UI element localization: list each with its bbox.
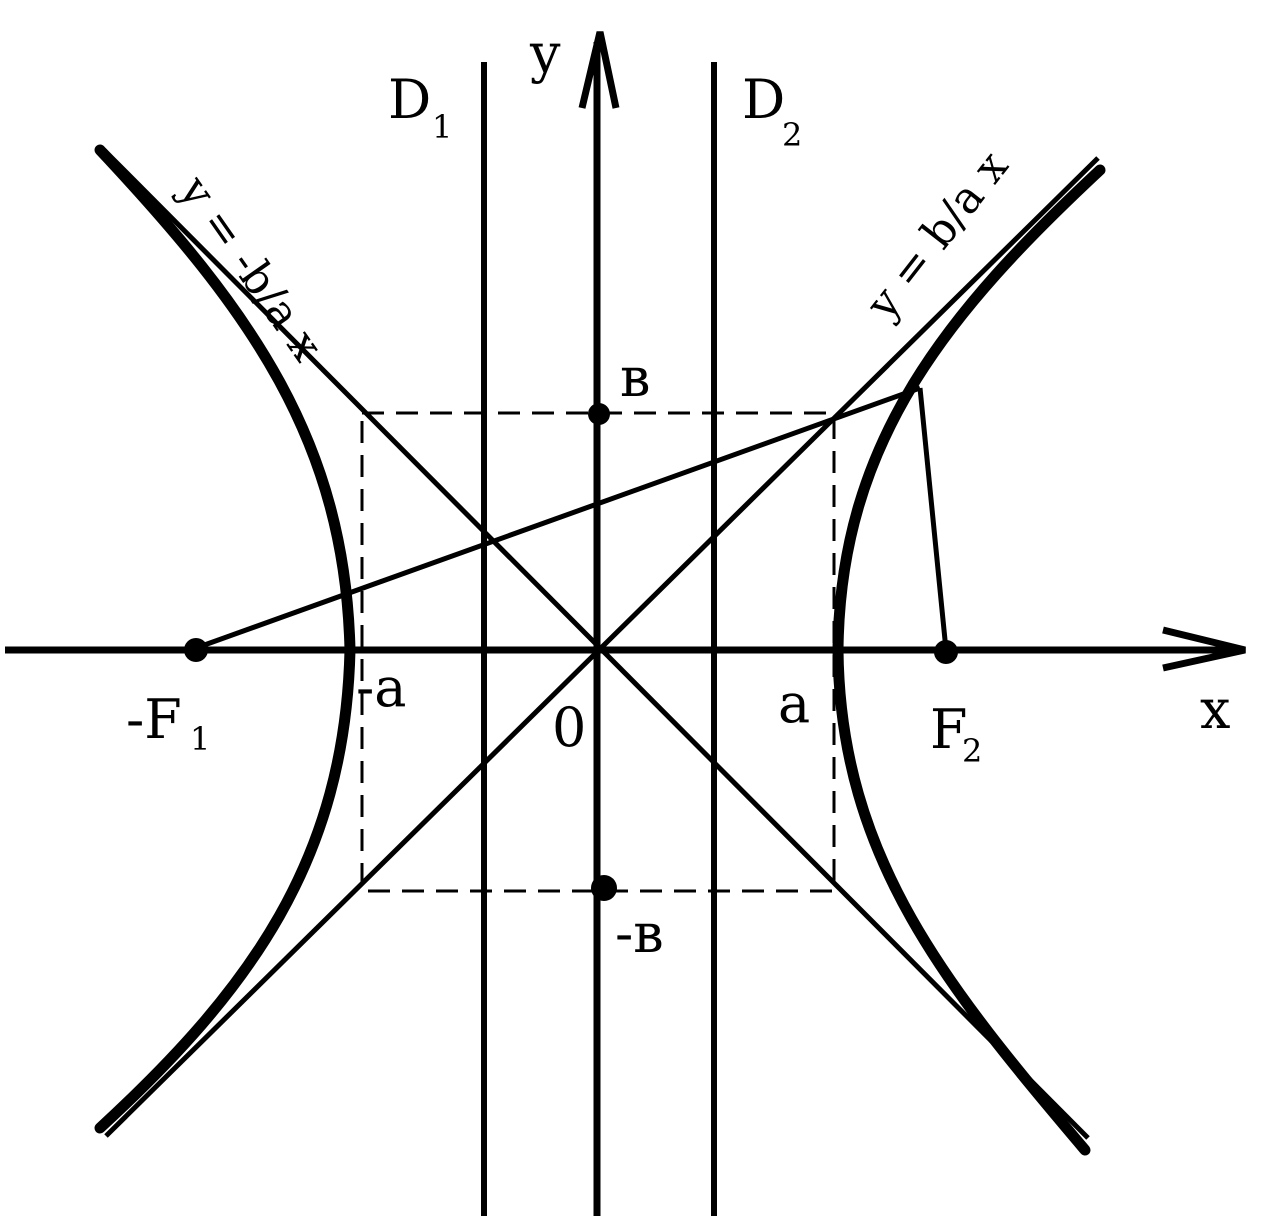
y-axis-arrow xyxy=(578,31,620,109)
focal-radius-left xyxy=(195,385,921,651)
hyperbola-left-branch xyxy=(94,144,356,1134)
focus-right-point xyxy=(934,640,958,664)
origin-label: 0 xyxy=(552,696,586,759)
y-axis-label: y xyxy=(529,22,561,85)
a-negative-label: -a xyxy=(356,656,406,719)
directrix-d2-subscript: 2 xyxy=(782,116,802,154)
b-positive-label: в xyxy=(620,346,650,409)
focus-left-point xyxy=(184,638,208,662)
directrix-d1-label: D xyxy=(388,68,431,131)
focus-right-label: F xyxy=(930,698,967,761)
asymptote-right-label: y = b/a x xyxy=(856,141,1019,329)
focus-right-subscript: 2 xyxy=(962,732,982,770)
x-axis-arrow xyxy=(1162,626,1246,672)
directrix-d1-subscript: 1 xyxy=(432,108,452,146)
x-axis-label: x xyxy=(1200,678,1230,741)
b-negative-point xyxy=(591,875,617,901)
focus-left-label: -F xyxy=(126,688,182,751)
focal-radius-right xyxy=(917,387,949,651)
directrix-d2-label: D xyxy=(742,68,785,131)
b-negative-label: -в xyxy=(615,902,664,965)
focus-left-subscript: 1 xyxy=(190,720,210,758)
asymptote-negative-slope xyxy=(102,148,1090,1140)
a-positive-label: a xyxy=(778,672,810,735)
hyperbola-right-branch xyxy=(832,164,1106,1156)
b-positive-point xyxy=(588,403,610,425)
